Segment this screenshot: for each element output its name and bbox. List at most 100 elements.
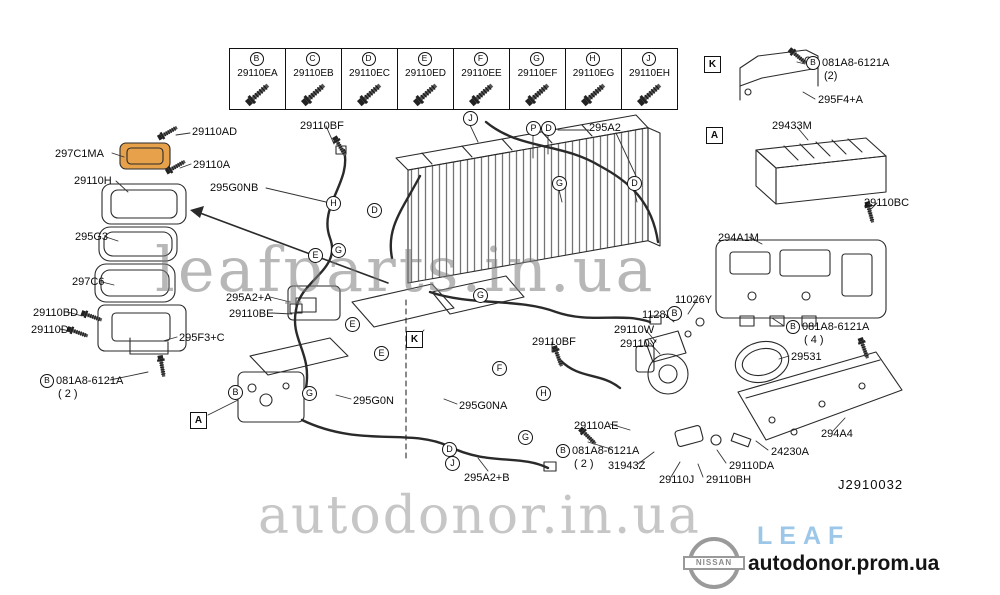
part-label: 29110BC [864,197,910,209]
bolt-icon [354,80,384,109]
legend-letter-circle: F [473,52,488,66]
fastener-qty: ( 2 ) [58,388,78,401]
legend-letter-circle: E [417,52,432,66]
legend-cell: F 29110EE [453,48,510,110]
part-label: 29110BF [300,120,344,132]
callout-circle: D [367,203,382,218]
callout-circle: B [667,306,682,321]
circled-b-icon: B [806,56,820,70]
legend-part-number: 29110EH [629,68,670,79]
leaf-brand-text: LEAF [757,522,851,550]
part-label: 29110AD [192,126,238,138]
part-label: 29110BF [532,336,576,348]
part-label: 29110BD [33,307,79,319]
legend-letter-circle: D [361,52,376,66]
legend-part-number: 29110EB [293,68,334,79]
legend-letter-circle: J [641,52,656,66]
boxed-ref-k-mid: K [406,331,423,348]
bolt-icon [578,80,608,109]
legend-letter-circle: H [585,52,600,66]
legend-cell: G 29110EF [509,48,566,110]
bolt-icon [466,80,496,109]
part-label: 297C6 [72,276,105,288]
part-label: 29110DA [729,460,775,472]
part-label: 297C1MA [55,148,104,160]
legend-part-number: 29110EF [517,68,558,79]
fastener-part-number: 081A8-6121A [56,374,124,387]
part-label: 295G0N [353,395,394,407]
bolt-icon [522,80,552,109]
boxed-ref-a-bottom: A [190,412,207,429]
boxed-ref-k-top: K [704,56,721,73]
part-label: 295F3+C [179,332,225,344]
part-label: 29110Y [620,338,658,350]
fastener-part-number: 081A8-6121A [822,56,890,69]
callout-circle: E [308,248,323,263]
callout-circle: D [442,442,457,457]
callout-circle: G [473,288,488,303]
legend-letter-circle: G [529,52,544,66]
callout-circle: E [345,317,360,332]
legend-letter-circle: C [305,52,320,66]
fastener-part-number: 081A8-6121A [572,444,640,457]
nissan-logo: NISSAN [683,537,745,589]
part-label: 29110BE [229,308,274,320]
legend-cell: D 29110EC [341,48,398,110]
part-label: 295A2 [589,122,621,134]
callout-circle: F [492,361,507,376]
part-label: 29110J [659,474,695,486]
bolt-icon [410,80,440,109]
callout-circle: G [518,430,533,445]
part-label: 295G3 [75,231,109,243]
part-label: 29110A [193,159,231,171]
bolt-icon [242,80,272,109]
part-label: 29110H [74,175,112,187]
fastener-qty: ( 2 ) [574,458,594,471]
part-label: 295F4+A [818,94,863,106]
legend-cell: J 29110EH [621,48,678,110]
callout-circle: J [445,456,460,471]
fastener-part-number: 081A8-6121A [802,320,870,333]
callout-circle: H [536,386,551,401]
legend-cell: E 29110ED [397,48,454,110]
boxed-ref-a-right: A [706,127,723,144]
fastener-legend: B 29110EA C 29110EB D 29110EC E 29110ED … [229,48,678,110]
nissan-logo-text: NISSAN [683,556,745,570]
circled-b-icon: B [786,320,800,334]
legend-part-number: 29110EC [349,68,390,79]
callout-circle: J [463,111,478,126]
part-label: 1128Z [642,309,673,321]
fastener-qty: ( 4 ) [804,334,824,347]
callout-circle: E [374,346,389,361]
callout-circle: P [526,121,541,136]
part-label: 29110BH [706,474,752,486]
callout-circle: B [228,385,243,400]
part-label: 295A2+A [226,292,272,304]
callout-circle: H [326,196,341,211]
callout-circle: G [302,386,317,401]
part-label: 29433M [772,120,812,132]
part-label: 29110D [31,324,69,336]
part-label: 29110AE [574,420,619,432]
part-label: 29110W [614,324,655,336]
legend-part-number: 29110EA [237,68,278,79]
circled-b-icon: B [556,444,570,458]
legend-part-number: 29110EG [572,68,615,79]
legend-part-number: 29110ED [405,68,446,79]
part-label: 29531 [791,351,822,363]
part-label: 31943Z [608,460,646,472]
bolt-icon [634,80,664,109]
callout-circle: G [552,176,567,191]
legend-cell: H 29110EG [565,48,622,110]
part-label: 294A1M [718,232,759,244]
part-label: 295A2+B [464,472,510,484]
part-label: 11026Y [675,294,713,306]
legend-part-number: 29110EE [461,68,502,79]
part-label: 295G0NA [459,400,508,412]
callout-circle: D [541,121,556,136]
